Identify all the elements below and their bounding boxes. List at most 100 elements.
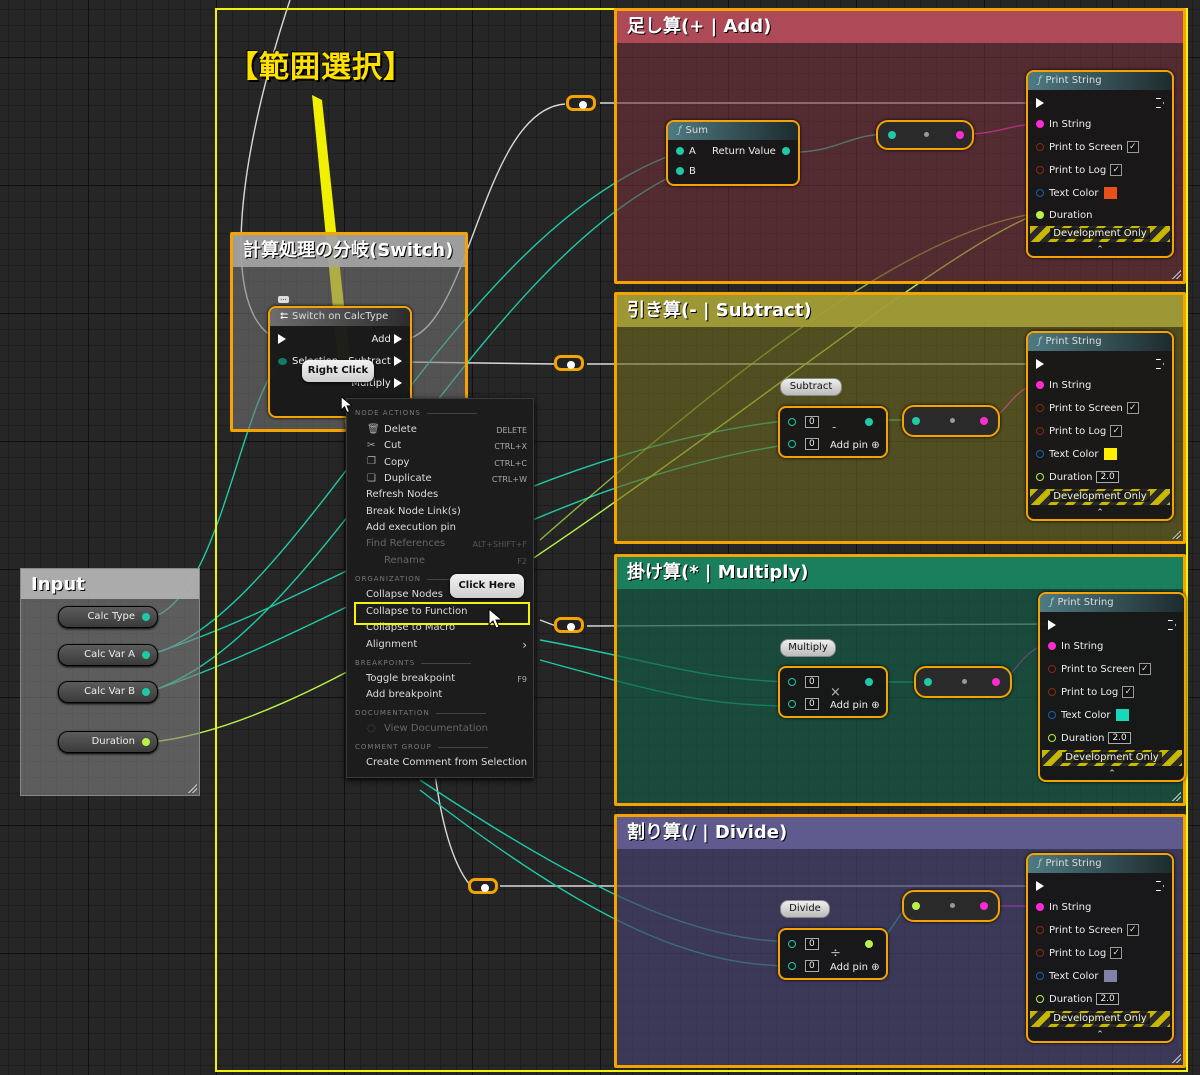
menu-item-alignment[interactable]: Alignment [366, 639, 418, 650]
in-string-pin[interactable]: In String [1048, 641, 1103, 652]
int-pin-icon[interactable] [865, 678, 873, 686]
int-pin-icon[interactable] [865, 418, 873, 426]
int-pin-icon[interactable] [142, 651, 150, 659]
return-value-pin[interactable]: Return Value [712, 146, 790, 157]
var-calc-var-a[interactable]: Calc Var A [58, 644, 158, 666]
menu-item-refresh-nodes[interactable]: Refresh Nodes [366, 489, 439, 500]
comment-title[interactable]: Input [21, 569, 199, 599]
string-pin-icon[interactable] [980, 902, 988, 910]
add-pin-button[interactable]: Add pin ⊕ [830, 440, 880, 451]
color-swatch[interactable] [1115, 709, 1129, 721]
color-swatch[interactable] [1103, 187, 1117, 199]
conversion-node-multiply[interactable] [914, 666, 1012, 698]
exec-in-pin[interactable] [1036, 98, 1044, 109]
chevron-up-icon[interactable]: ⌃ [1108, 769, 1116, 779]
menu-item-copy[interactable]: Copy [384, 457, 410, 468]
in-string-pin[interactable]: In String [1036, 902, 1091, 913]
value-box[interactable]: 0 [805, 416, 819, 428]
resize-handle-icon[interactable] [1171, 791, 1181, 801]
menu-item-delete[interactable]: Delete [384, 424, 417, 435]
add-pin-button[interactable]: Add pin ⊕ [830, 700, 880, 711]
duration-pin[interactable]: Duration [1036, 210, 1092, 221]
var-duration[interactable]: Duration [58, 731, 158, 753]
value-box[interactable]: 0 [805, 938, 819, 950]
checkbox-checked-icon[interactable]: ✓ [1138, 663, 1151, 675]
duration-value-box[interactable]: 2.0 [1108, 732, 1131, 744]
value-box[interactable]: 0 [805, 698, 819, 710]
checkbox-checked-icon[interactable]: ✓ [1126, 402, 1139, 414]
print-to-screen-pin[interactable]: Print to Screen✓ [1048, 663, 1151, 675]
comment-title[interactable]: 掛け算(* | Multiply) [617, 557, 1183, 589]
multiply-node[interactable]: 0 0 × Add pin ⊕ [778, 666, 888, 718]
reroute-node[interactable] [554, 355, 584, 371]
checkbox-checked-icon[interactable]: ✓ [1126, 924, 1139, 936]
out-multiply-pin[interactable]: Multiply [351, 378, 402, 389]
string-pin-icon[interactable] [992, 678, 1000, 686]
exec-out-pin[interactable] [1156, 98, 1164, 109]
print-to-screen-pin[interactable]: Print to Screen✓ [1036, 402, 1139, 414]
menu-item-view-documentation[interactable]: View Documentation [384, 723, 488, 734]
exec-in-pin[interactable] [1036, 359, 1044, 370]
text-color-pin[interactable]: Text Color [1036, 187, 1117, 199]
print-to-screen-pin[interactable]: Print to Screen✓ [1036, 141, 1139, 153]
node-label-divide[interactable]: Divide [780, 900, 830, 918]
node-label-multiply[interactable]: Multiply [780, 639, 836, 657]
resize-handle-icon[interactable] [1171, 529, 1181, 539]
var-calc-type[interactable]: Calc Type [58, 606, 158, 628]
chevron-up-icon[interactable]: ⌃ [1096, 508, 1104, 518]
menu-item-cut[interactable]: Cut [384, 440, 402, 451]
checkbox-checked-icon[interactable]: ✓ [1110, 425, 1123, 437]
input-pin-b[interactable]: 0 [788, 438, 819, 450]
pin-a[interactable]: A [676, 146, 696, 157]
duration-value-box[interactable]: 2.0 [1096, 471, 1119, 483]
int-pin-icon[interactable] [912, 902, 920, 910]
input-pin-a[interactable]: 0 [788, 938, 819, 950]
in-string-pin[interactable]: In String [1036, 119, 1091, 130]
print-to-log-pin[interactable]: Print to Log✓ [1036, 164, 1123, 176]
exec-in-pin[interactable] [1048, 620, 1056, 631]
checkbox-checked-icon[interactable]: ✓ [1110, 164, 1123, 176]
checkbox-checked-icon[interactable]: ✓ [1110, 947, 1123, 959]
color-swatch[interactable] [1103, 970, 1117, 982]
reroute-node[interactable] [468, 878, 498, 894]
enum-pin-icon[interactable] [142, 613, 150, 621]
string-pin-icon[interactable] [980, 417, 988, 425]
resize-handle-icon[interactable] [1171, 269, 1181, 279]
menu-item-collapse-to-macro[interactable]: Collapse to Macro [366, 622, 456, 633]
in-string-pin[interactable]: In String [1036, 380, 1091, 391]
text-color-pin[interactable]: Text Color [1036, 970, 1117, 982]
checkbox-checked-icon[interactable]: ✓ [1122, 686, 1135, 698]
color-swatch[interactable] [1103, 448, 1117, 460]
pin-b[interactable]: B [676, 166, 696, 177]
value-box[interactable]: 0 [805, 438, 819, 450]
menu-item-collapse-to-function[interactable]: Collapse to Function [366, 606, 468, 617]
reroute-node[interactable] [554, 617, 584, 633]
menu-item-duplicate[interactable]: Duplicate [384, 473, 432, 484]
duration-value-box[interactable]: 2.0 [1096, 993, 1119, 1005]
print-to-log-pin[interactable]: Print to Log✓ [1048, 686, 1135, 698]
input-pin-a[interactable]: 0 [788, 416, 819, 428]
input-pin-b[interactable]: 0 [788, 698, 819, 710]
exec-in-pin[interactable] [1036, 881, 1044, 892]
text-color-pin[interactable]: Text Color [1036, 448, 1117, 460]
input-pin-a[interactable]: 0 [788, 676, 819, 688]
node-header[interactable]: ⮄Switch on CalcType [270, 308, 410, 326]
add-pin-button[interactable]: Add pin ⊕ [830, 962, 880, 973]
resize-handle-icon[interactable] [1171, 1053, 1181, 1063]
var-calc-var-b[interactable]: Calc Var B [58, 681, 158, 703]
exec-out-pin[interactable] [1156, 881, 1164, 892]
out-add-pin[interactable]: Add [371, 334, 402, 345]
menu-item-add-breakpoint[interactable]: Add breakpoint [366, 689, 443, 700]
comment-title[interactable]: 引き算(- | Subtract) [617, 295, 1183, 327]
